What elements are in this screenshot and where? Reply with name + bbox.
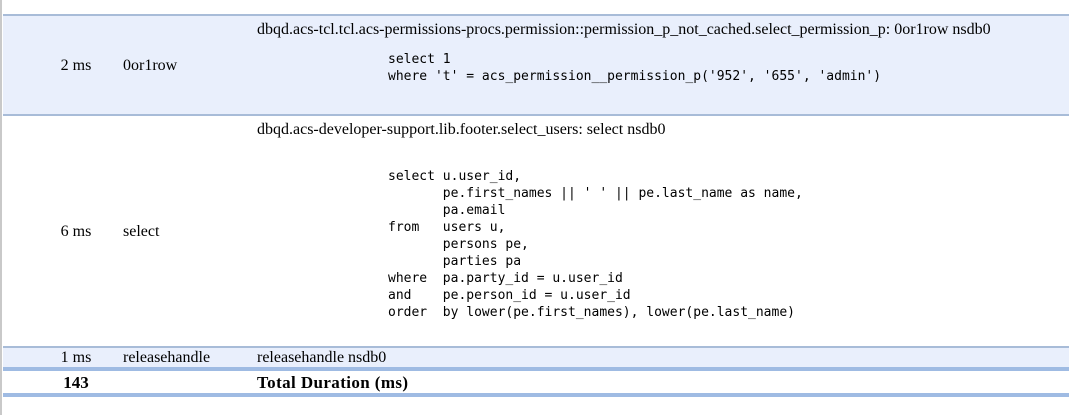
query-log-table: 2 ms 0or1row dbqd.acs-tcl.tcl.acs-permis… [3, 14, 1069, 397]
query-name: dbqd.acs-developer-support.lib.footer.se… [257, 121, 666, 138]
query-row: 6 ms select dbqd.acs-developer-support.l… [3, 115, 1069, 347]
total-value: 143 [3, 369, 123, 397]
total-spacer-cell [123, 369, 257, 397]
command-cell: releasehandle [123, 346, 257, 371]
duration-cell: 6 ms [60, 222, 92, 240]
query-cell: dbqd.acs-tcl.tcl.acs-permissions-procs.p… [257, 14, 1069, 116]
total-row: 143 Total Duration (ms) [3, 369, 1069, 397]
command-cell: select [123, 222, 160, 240]
query-cell: releasehandle nsdb0 [257, 346, 1069, 371]
query-name: releasehandle nsdb0 [257, 349, 387, 366]
sql-text: select u.user_id, pe.first_names || ' ' … [388, 169, 803, 320]
query-row: 2 ms 0or1row dbqd.acs-tcl.tcl.acs-permis… [3, 14, 1069, 116]
total-label-cell: Total Duration (ms) [257, 369, 1069, 397]
query-name: dbqd.acs-tcl.tcl.acs-permissions-procs.p… [257, 21, 991, 38]
command-cell: 0or1row [123, 14, 257, 116]
duration-cell: 2 ms [3, 14, 123, 116]
duration-cell: 1 ms [3, 346, 123, 371]
query-row: 1 ms releasehandle releasehandle nsdb0 [3, 346, 1069, 371]
query-cell: dbqd.acs-developer-support.lib.footer.se… [257, 115, 1069, 347]
total-label: Total Duration (ms) [257, 372, 409, 392]
sql-text: select 1 where 't' = acs_permission__per… [388, 52, 882, 84]
